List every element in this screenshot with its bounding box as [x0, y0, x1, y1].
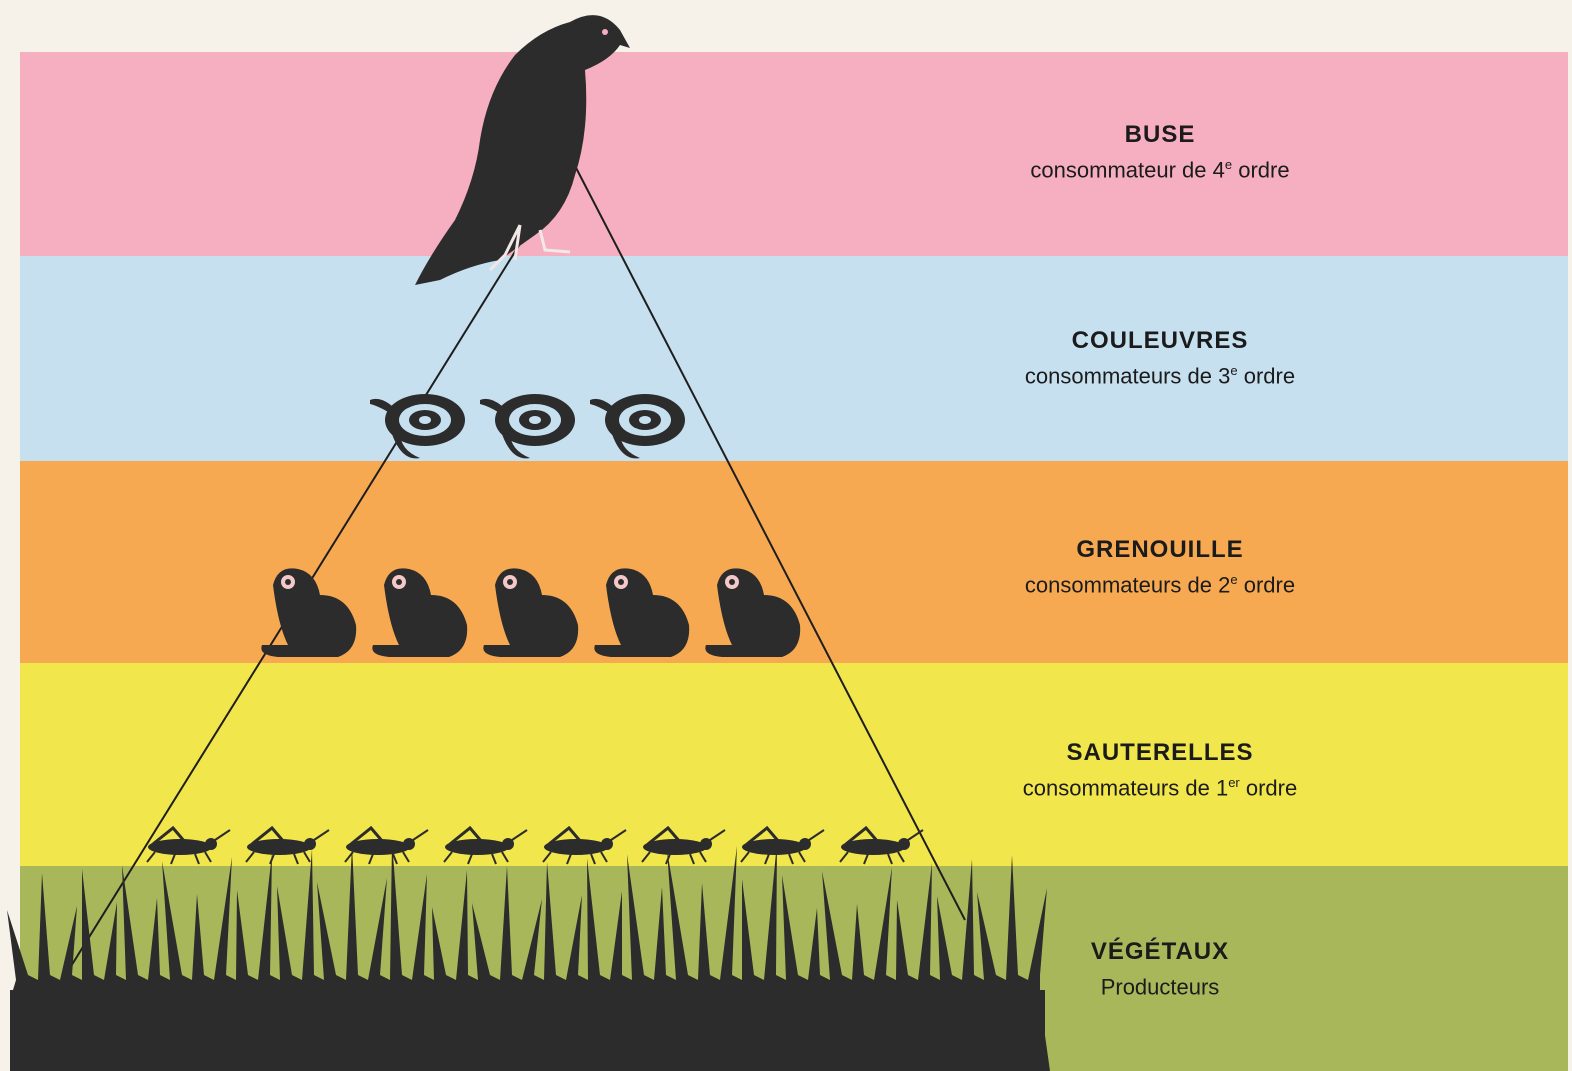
level-role: consommateurs de 1er ordre: [960, 768, 1360, 803]
label-vegetaux: VÉGÉTAUX Producteurs: [960, 937, 1360, 1002]
frog-icon: [705, 568, 800, 657]
level-role: Producteurs: [960, 967, 1360, 1002]
label-buse: BUSE consommateur de 4e ordre: [960, 120, 1360, 185]
frog-icon: [261, 568, 356, 657]
label-grenouille: GRENOUILLE consommateurs de 2e ordre: [960, 535, 1360, 600]
grasshoppers-group: [147, 828, 923, 864]
frog-icon: [594, 568, 689, 657]
grass-silhouette: [7, 841, 1050, 1071]
frog-icon: [483, 568, 578, 657]
frog-icon: [372, 568, 467, 657]
level-name: GRENOUILLE: [960, 535, 1360, 565]
label-sauterelles: SAUTERELLES consommateurs de 1er ordre: [960, 738, 1360, 803]
snake-icon: [480, 394, 575, 458]
grasshopper-icon: [741, 828, 824, 864]
pyramid-right-edge: [572, 160, 965, 920]
level-role: consommateurs de 3e ordre: [960, 356, 1360, 391]
snakes-group: [370, 394, 685, 458]
grasshopper-icon: [642, 828, 725, 864]
level-role: consommateurs de 2e ordre: [960, 565, 1360, 600]
grasshopper-icon: [246, 828, 329, 864]
level-role: consommateur de 4e ordre: [960, 150, 1360, 185]
frogs-group: [261, 568, 800, 657]
grasshopper-icon: [543, 828, 626, 864]
level-name: VÉGÉTAUX: [960, 937, 1360, 967]
snake-icon: [370, 394, 465, 458]
grasshopper-icon: [345, 828, 428, 864]
level-name: SAUTERELLES: [960, 738, 1360, 768]
buzzard-group: [415, 15, 630, 285]
grasshopper-icon: [147, 828, 230, 864]
grass-base: [10, 990, 1045, 1071]
snake-icon: [590, 394, 685, 458]
grasshopper-icon: [840, 828, 923, 864]
level-name: COULEUVRES: [960, 326, 1360, 356]
level-name: BUSE: [960, 120, 1360, 150]
buzzard-icon: [415, 15, 630, 285]
grasshopper-icon: [444, 828, 527, 864]
label-couleuvres: COULEUVRES consommateurs de 3e ordre: [960, 326, 1360, 391]
